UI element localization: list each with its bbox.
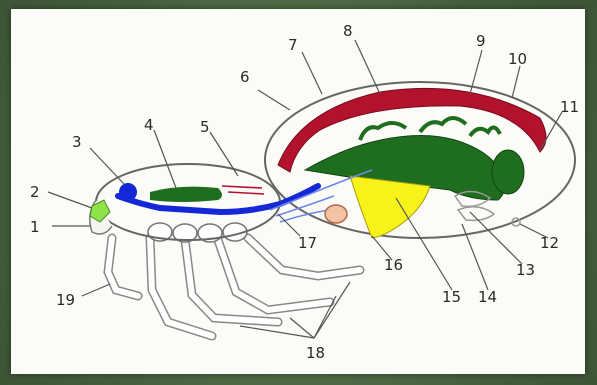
label-12: 12 [540, 234, 559, 252]
label-16: 16 [384, 256, 403, 274]
label-4: 4 [144, 116, 154, 134]
yellow-gland [350, 176, 430, 238]
digestive-lobe [492, 150, 524, 194]
red-details [222, 186, 264, 194]
label-8: 8 [343, 22, 353, 40]
label-1: 1 [30, 218, 40, 236]
label-17: 17 [298, 234, 317, 252]
brain-ganglion [119, 183, 137, 201]
label-11: 11 [560, 98, 579, 116]
label-9: 9 [476, 32, 486, 50]
spinnerets [455, 191, 520, 226]
label-13: 13 [516, 261, 535, 279]
leg-2 [150, 238, 212, 336]
label-5: 5 [200, 118, 210, 136]
label-18: 18 [306, 344, 325, 362]
label-10: 10 [508, 50, 527, 68]
label-7: 7 [288, 36, 298, 54]
label-15: 15 [442, 288, 461, 306]
label-6: 6 [240, 68, 250, 86]
label-3: 3 [72, 133, 82, 151]
book-lung [325, 205, 347, 223]
label-19: 19 [56, 291, 75, 309]
sucking-stomach [150, 187, 222, 202]
label-14: 14 [478, 288, 497, 306]
label-2: 2 [30, 183, 40, 201]
